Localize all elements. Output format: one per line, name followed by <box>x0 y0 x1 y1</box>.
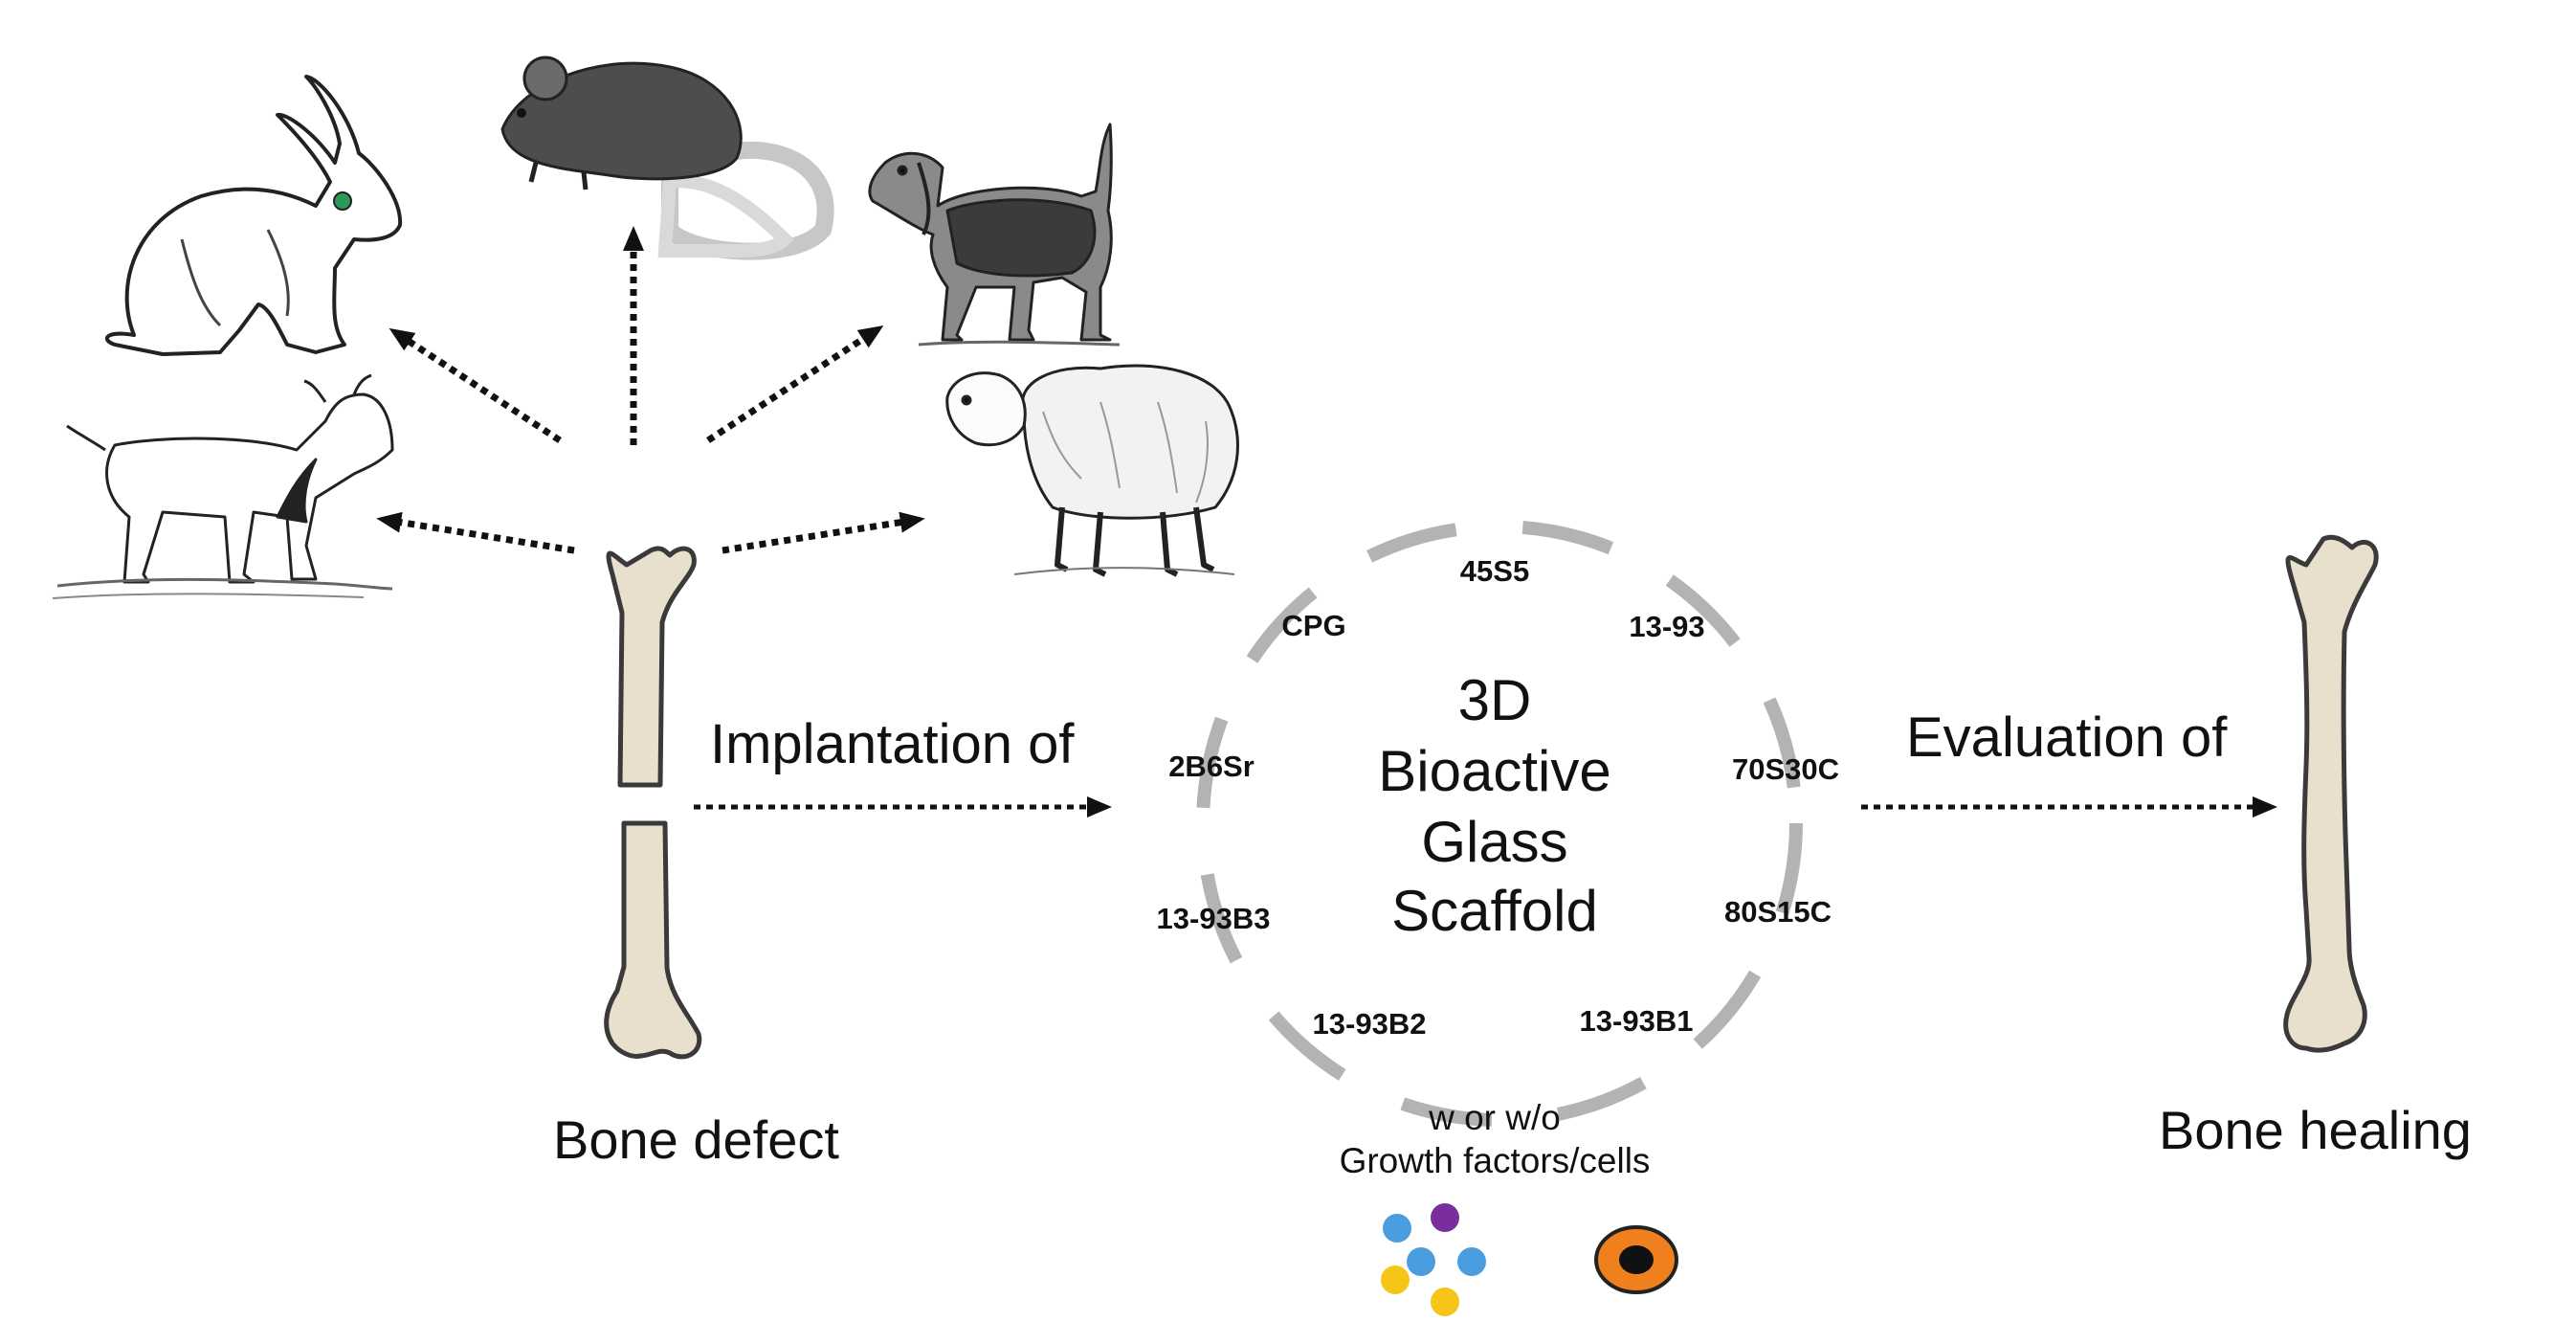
scaffold-ring <box>1196 520 1803 1127</box>
rabbit-icon <box>104 75 403 356</box>
center-line-glass: Glass <box>1421 810 1567 874</box>
center-line-bioactive: Bioactive <box>1378 739 1610 803</box>
healed-bone <box>2283 534 2379 1053</box>
sheep-icon <box>945 364 1239 577</box>
glass-type-cpg: CPG <box>1281 609 1345 642</box>
growth-line-1: w or w/o <box>1428 1098 1561 1137</box>
mouse-icon <box>500 56 834 260</box>
bone-upper-fragment <box>606 546 697 788</box>
glass-type-13-93b3: 13-93B3 <box>1157 902 1271 935</box>
glass-types: 45S5 13-93 70S30C 80S15C 13-93B1 13-93B2… <box>1157 554 1839 1041</box>
animal-arrows <box>376 226 925 554</box>
glass-type-70s30c: 70S30C <box>1732 752 1839 786</box>
arrow-to-dog <box>706 325 884 443</box>
broken-bone <box>604 546 702 1060</box>
glass-type-45s5: 45S5 <box>1460 554 1529 588</box>
evaluation-label: Evaluation of <box>1906 706 2228 769</box>
implantation-label: Implantation of <box>710 713 1075 775</box>
goat-icon <box>52 373 394 599</box>
dog-icon <box>868 123 1121 347</box>
bone-lower-fragment <box>604 820 702 1060</box>
cell-icon <box>1594 1225 1678 1294</box>
glass-type-13-93b2: 13-93B2 <box>1313 1007 1427 1041</box>
glass-type-13-93b1: 13-93B1 <box>1580 1004 1694 1038</box>
glass-type-2b6sr: 2B6Sr <box>1168 750 1255 783</box>
arrow-to-rabbit <box>389 327 562 443</box>
bone-defect-label: Bone defect <box>553 1109 839 1170</box>
bone-healing-label: Bone healing <box>2159 1100 2472 1160</box>
growth-factor-dots-icon <box>1381 1203 1486 1316</box>
scaffold-center-text: 3D Bioactive Glass Scaffold <box>1378 668 1610 943</box>
arrow-to-goat <box>376 511 575 554</box>
growth-line-2: Growth factors/cells <box>1340 1141 1651 1180</box>
glass-type-13-93: 13-93 <box>1629 610 1704 643</box>
glass-type-80s15c: 80S15C <box>1724 895 1832 929</box>
center-line-scaffold: Scaffold <box>1391 879 1598 943</box>
arrow-to-sheep <box>722 511 925 554</box>
center-line-3d: 3D <box>1458 668 1532 732</box>
